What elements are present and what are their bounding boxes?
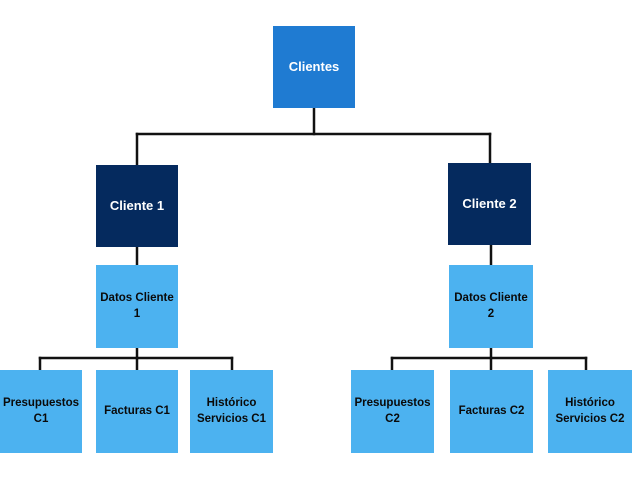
client-node-1: Cliente 1 — [96, 165, 178, 247]
facturas-c2-node: Facturas C2 — [450, 370, 533, 453]
client-node-2: Cliente 2 — [448, 163, 531, 245]
presupuestos-c2-label: Presupuestos C2 — [354, 396, 431, 425]
historico-servicios-c1-label: Histórico Servicios C1 — [196, 396, 267, 425]
root-node-clientes: Clientes — [273, 26, 355, 108]
root-node-label: Clientes — [288, 59, 340, 75]
historico-servicios-c2-node: Histórico Servicios C2 — [548, 370, 632, 453]
data-node-client-2: Datos Cliente 2 — [449, 265, 533, 348]
client-2-label: Cliente 2 — [462, 196, 517, 212]
facturas-c1-label: Facturas C1 — [104, 404, 170, 417]
presupuestos-c2-node: Presupuestos C2 — [351, 370, 434, 453]
client-1-label: Cliente 1 — [109, 198, 165, 214]
data-node-client-1: Datos Cliente 1 — [96, 265, 178, 348]
historico-servicios-c1-node: Histórico Servicios C1 — [190, 370, 273, 453]
historico-servicios-c2-label: Histórico Servicios C2 — [555, 396, 625, 425]
data-node-client-1-label: Datos Cliente 1 — [100, 291, 174, 320]
data-node-client-2-label: Datos Cliente 2 — [454, 291, 528, 320]
facturas-c2-label: Facturas C2 — [458, 404, 525, 417]
facturas-c1-node: Facturas C1 — [96, 370, 178, 453]
presupuestos-c1-node: Presupuestos C1 — [0, 370, 82, 453]
presupuestos-c1-label: Presupuestos C1 — [2, 396, 80, 425]
